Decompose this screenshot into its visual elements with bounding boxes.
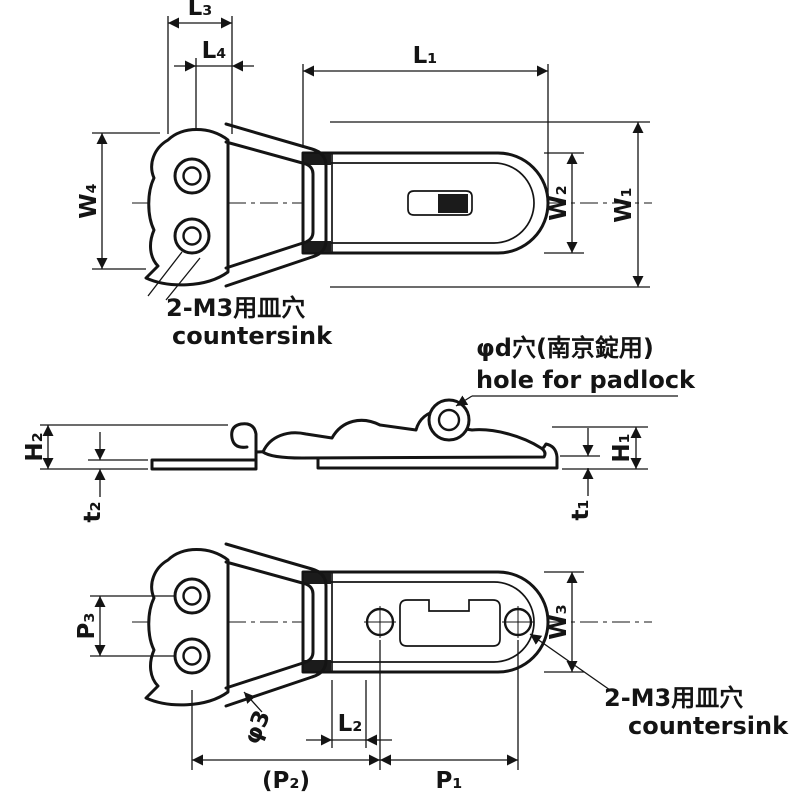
callout-text-en: countersink — [172, 322, 333, 350]
top-view: L₃ L₄ L₁ W₄ W₂ — [76, 0, 652, 350]
bail-outer-wire — [224, 122, 328, 288]
dimension-L3: L₃ — [167, 0, 233, 134]
dimension-W4: W₄ — [76, 132, 160, 270]
countersink-hole-bottom-inner — [182, 646, 202, 666]
dimension-L4: L₄ — [174, 38, 254, 130]
leader-line — [147, 251, 183, 297]
callout-text-jp: 2-M3用皿穴 — [166, 294, 305, 322]
spring-claw — [230, 422, 258, 464]
dim-label-P3: P₃ — [74, 613, 100, 640]
base-body-outline — [301, 570, 550, 674]
callout-countersink-top: 2-M3用皿穴 countersink — [147, 251, 333, 350]
mount-plate-outline — [144, 548, 230, 707]
dimension-P3: P₃ — [74, 595, 174, 657]
dim-label-L3: L₃ — [188, 0, 213, 21]
spring-stamping-outline — [399, 599, 501, 647]
dim-label-L1: L₁ — [413, 43, 438, 69]
bottom-view: P₃ W₃ φ3 L₂ (P — [74, 542, 789, 794]
dimension-W2: W₂ — [544, 152, 584, 254]
leader-line — [455, 395, 473, 407]
dimension-t1: t₁ — [560, 428, 600, 521]
dimension-H2: H₂ — [22, 424, 228, 470]
dim-label-W4: W₄ — [76, 183, 102, 218]
dim-label-phi3: φ3 — [239, 707, 276, 748]
callout-text-en: hole for padlock — [476, 366, 696, 394]
callout-text-en: countersink — [628, 712, 789, 740]
dim-label-L4: L₄ — [202, 38, 227, 64]
callout-padlock-hole: φd穴(南京錠用) hole for padlock — [455, 334, 696, 407]
side-view: H₂ t₂ H₁ t₁ φd穴(南京錠用) hole for padlock — [22, 334, 696, 523]
bail-inner-wire — [224, 140, 315, 270]
countersink-hole-top-inner — [182, 166, 202, 186]
hatch-block-top — [304, 154, 331, 165]
dim-label-W3: W₃ — [546, 604, 572, 639]
dimension-t2: t₂ — [80, 432, 148, 523]
dim-label-L2: L₂ — [338, 711, 363, 737]
leader-line — [243, 691, 263, 713]
dimension-H1: H₁ — [552, 426, 648, 470]
dim-label-H1: H₁ — [609, 433, 635, 462]
dimension-W1: W₁ — [330, 121, 650, 288]
lever-body-inner-contour — [303, 162, 535, 244]
countersink-hole-bottom-inner — [182, 226, 202, 246]
hatch-block-bottom — [304, 660, 331, 671]
bail-outer-wire — [224, 542, 328, 708]
mount-plate-outline — [144, 128, 230, 287]
dim-label-P1: P₁ — [436, 768, 463, 794]
slot-dark-bar — [438, 194, 468, 213]
dim-label-W1: W₁ — [611, 187, 637, 222]
countersink-hole-top-inner — [182, 586, 202, 606]
dimension-W3: W₃ — [544, 571, 584, 673]
leader-line — [529, 633, 611, 691]
dim-label-P2: (P₂) — [262, 768, 310, 794]
bail-inner-wire — [224, 560, 315, 690]
leader-line — [165, 257, 201, 301]
dimension-P2-P1: (P₂) P₁ — [191, 640, 519, 794]
dim-label-t1: t₁ — [568, 499, 594, 520]
padlock-hole-inner — [437, 408, 461, 432]
callout-text-jp: φd穴(南京錠用) — [476, 334, 654, 362]
dim-label-t2: t₂ — [80, 501, 106, 522]
callout-countersink-bottom: 2-M3用皿穴 countersink — [529, 633, 789, 740]
dim-label-W2: W₂ — [546, 185, 572, 220]
lever-side-profile — [261, 409, 547, 460]
dimension-L2: L₂ — [306, 680, 392, 748]
catch-plate — [150, 458, 258, 471]
dimension-L1: L₁ — [302, 43, 549, 196]
hatch-block-top — [304, 573, 331, 584]
dim-label-H2: H₂ — [22, 432, 48, 461]
callout-text-jp: 2-M3用皿穴 — [604, 684, 743, 712]
mount-plate-and-bail — [144, 542, 328, 708]
hatch-block-bottom — [304, 241, 331, 252]
